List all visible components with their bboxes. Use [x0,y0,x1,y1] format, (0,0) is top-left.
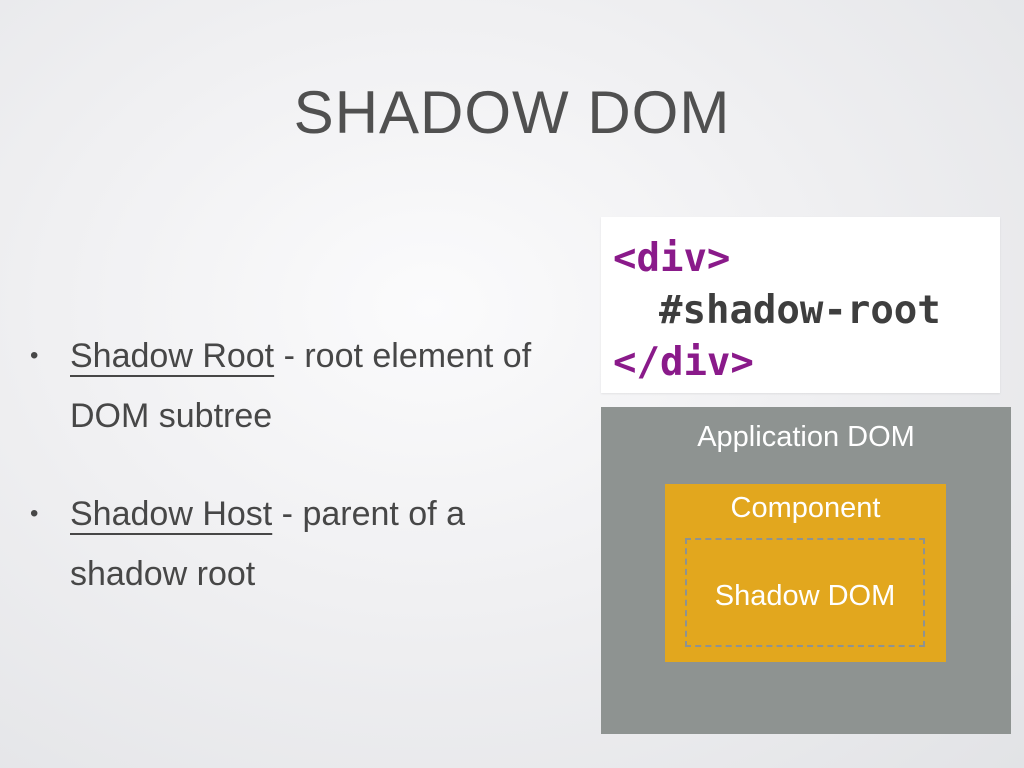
shadow-dom-label: Shadow DOM [714,580,896,612]
application-dom-label: Application DOM [697,421,915,453]
component-label: Component [730,492,881,524]
bullet-term: Shadow Host [70,495,273,533]
component-box: Component Shadow DOM [665,484,946,662]
bullet-item-shadow-root: • Shadow Root - root element of DOM subt… [30,326,570,446]
application-dom-box: Application DOM Component Shadow DOM [601,407,1011,734]
bullet-text: - root element of DOM subtree [70,337,532,435]
bullet-term: Shadow Root [70,337,275,375]
bullet-item-shadow-host: • Shadow Host - parent of a shadow root [30,484,570,604]
code-line-close-tag: </div> [613,340,754,385]
code-snippet: <div> #shadow-root </div> [601,217,1000,393]
bullet-list: • Shadow Root - root element of DOM subt… [30,326,570,642]
bullet-text: - parent of a shadow root [70,495,466,593]
code-line-open-tag: <div> [613,236,731,281]
code-line-shadow-root: #shadow-root [659,288,941,333]
slide-title: SHADOW DOM [293,79,731,146]
bullet-marker: • [30,342,39,369]
shadow-dom-box: Shadow DOM [685,538,925,647]
bullet-marker: • [30,500,39,527]
